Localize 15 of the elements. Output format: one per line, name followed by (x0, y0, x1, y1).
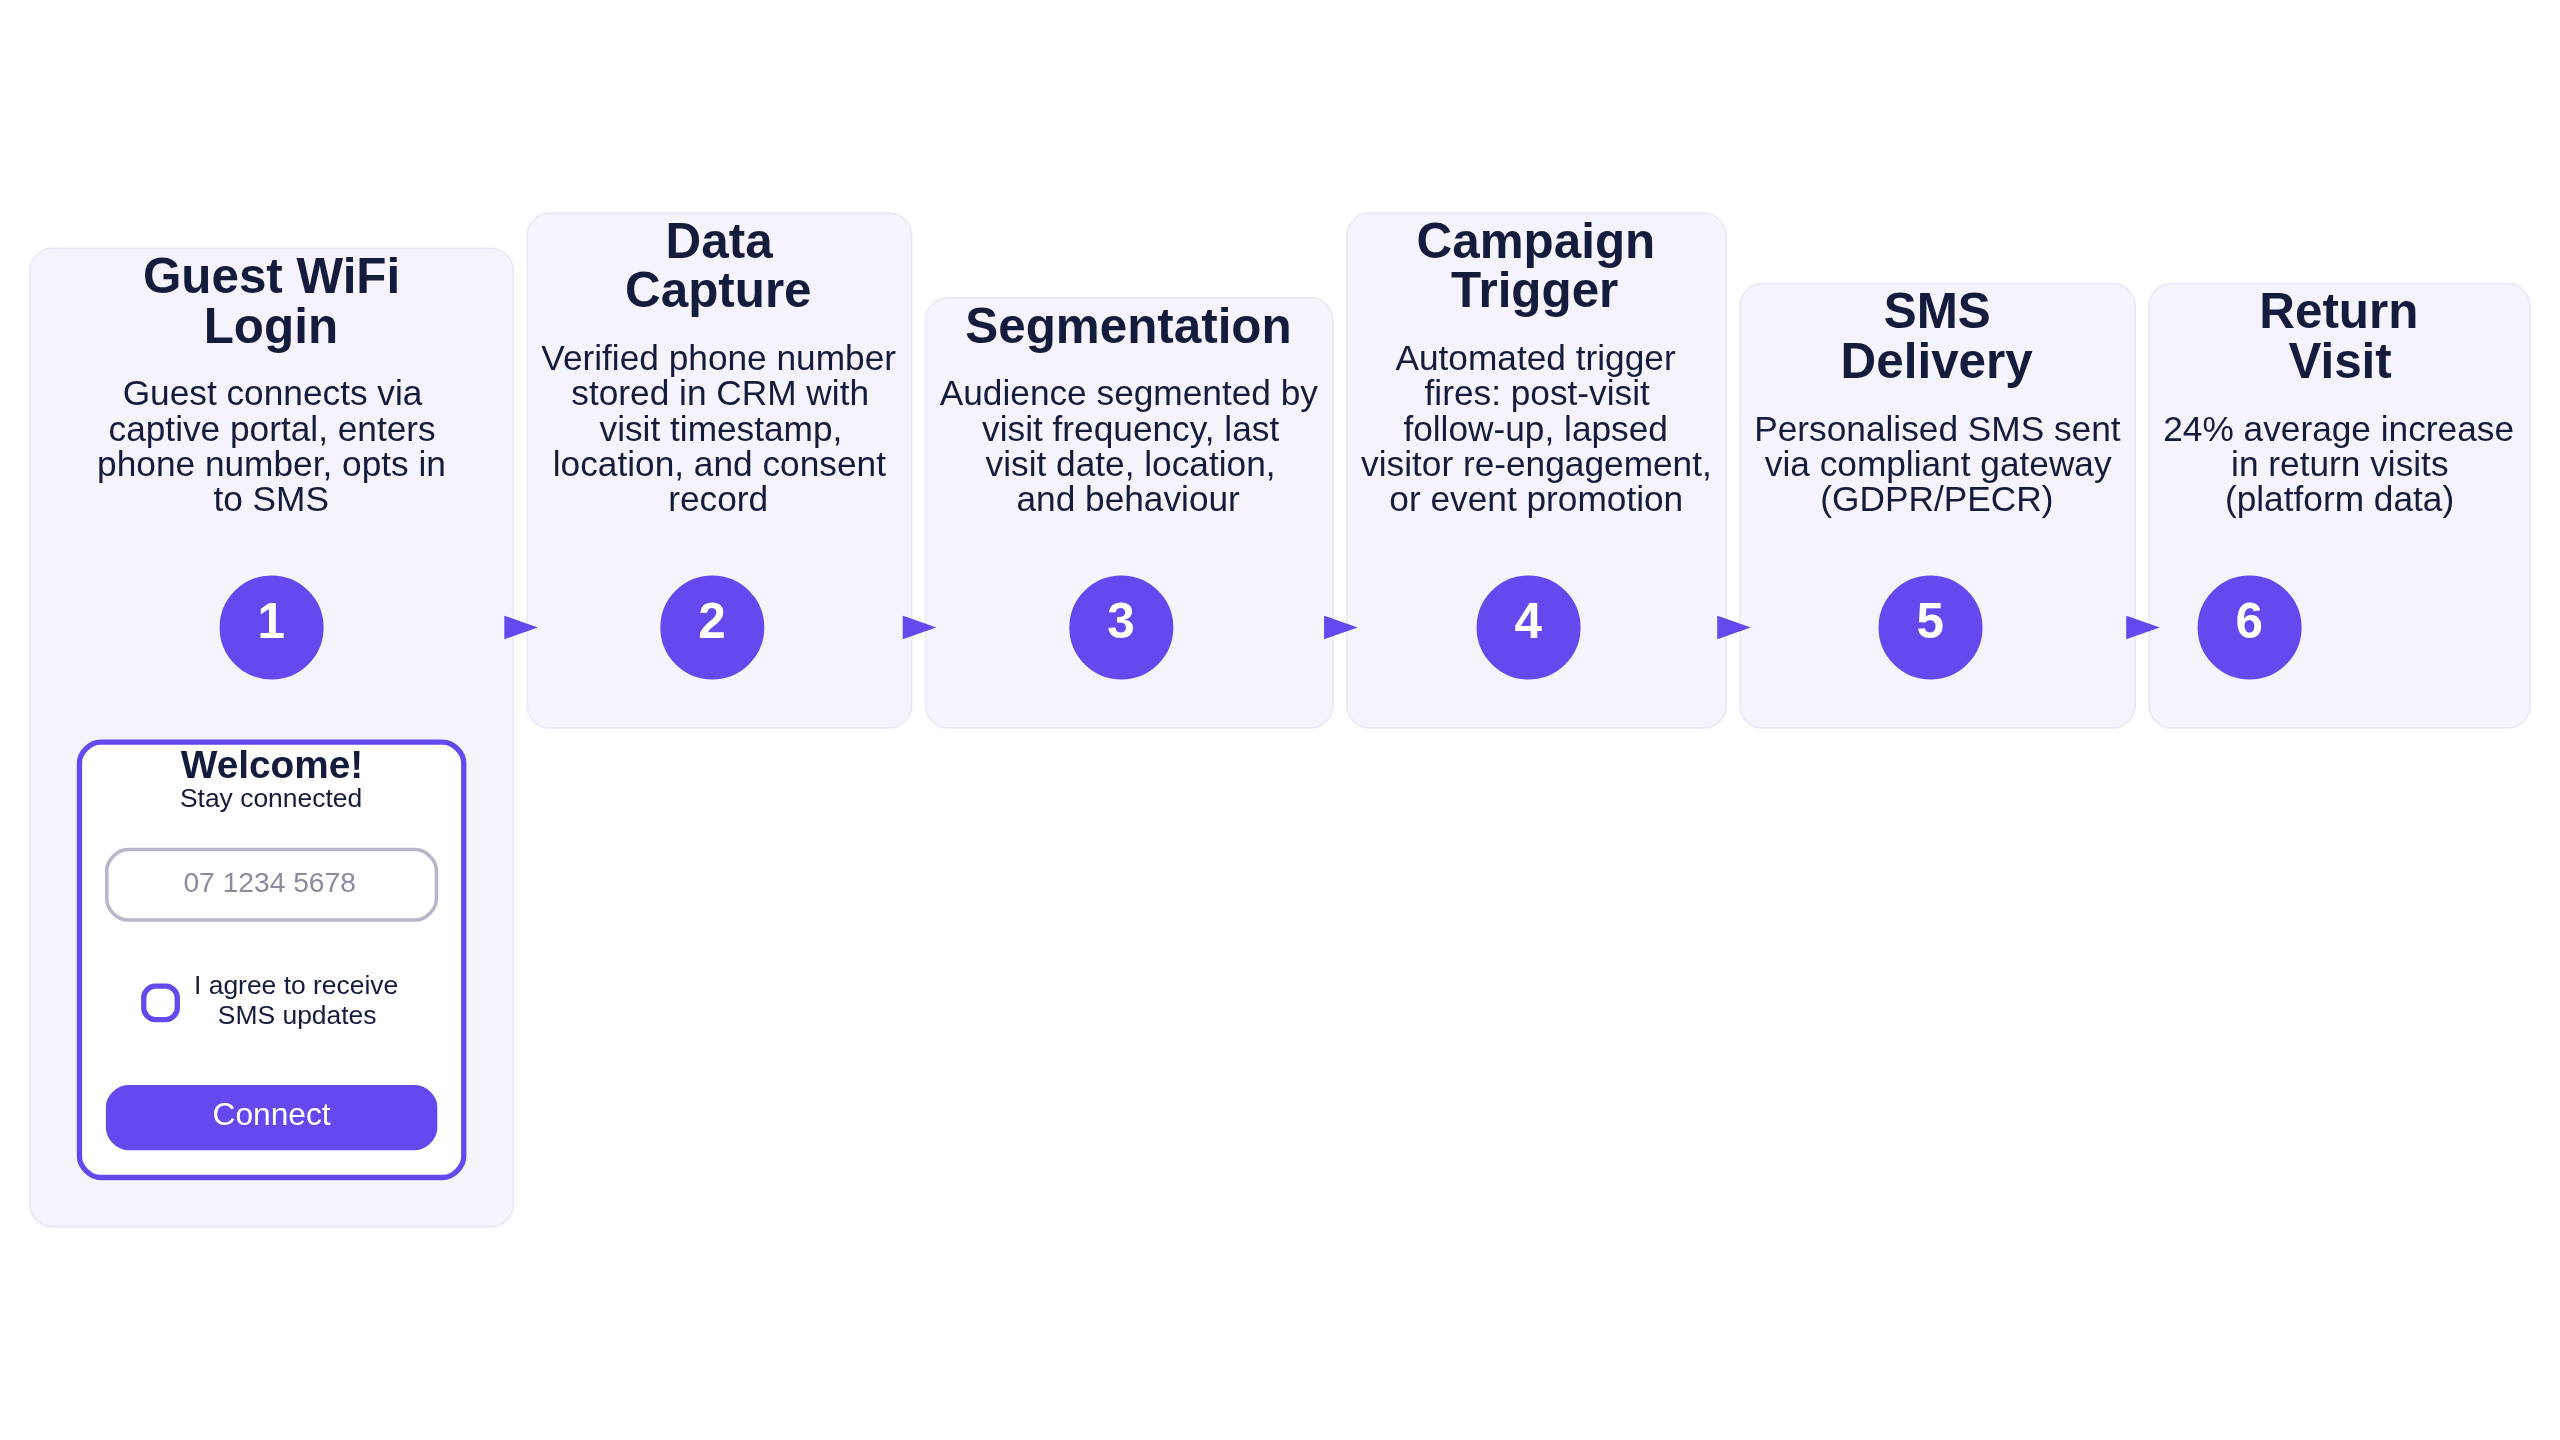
arrow (902, 615, 937, 640)
node-circle: 6 (2197, 575, 2302, 680)
node-label: I agree to receive SMS updates (194, 970, 399, 1031)
node-box (141, 983, 180, 1023)
node-circle: 2 (660, 575, 765, 680)
arrow (2126, 615, 2160, 640)
arrow (504, 615, 538, 640)
node-circle: 5 (1878, 575, 1983, 680)
arrow (1717, 615, 1751, 640)
node-circle: 4 (1476, 575, 1581, 680)
node-circle: 3 (1069, 575, 1174, 680)
arrow (1324, 615, 1358, 640)
node-box: 07 1234 5678 (105, 847, 439, 922)
node-box: Connect (105, 1084, 438, 1151)
node-circle: 1 (219, 575, 324, 680)
